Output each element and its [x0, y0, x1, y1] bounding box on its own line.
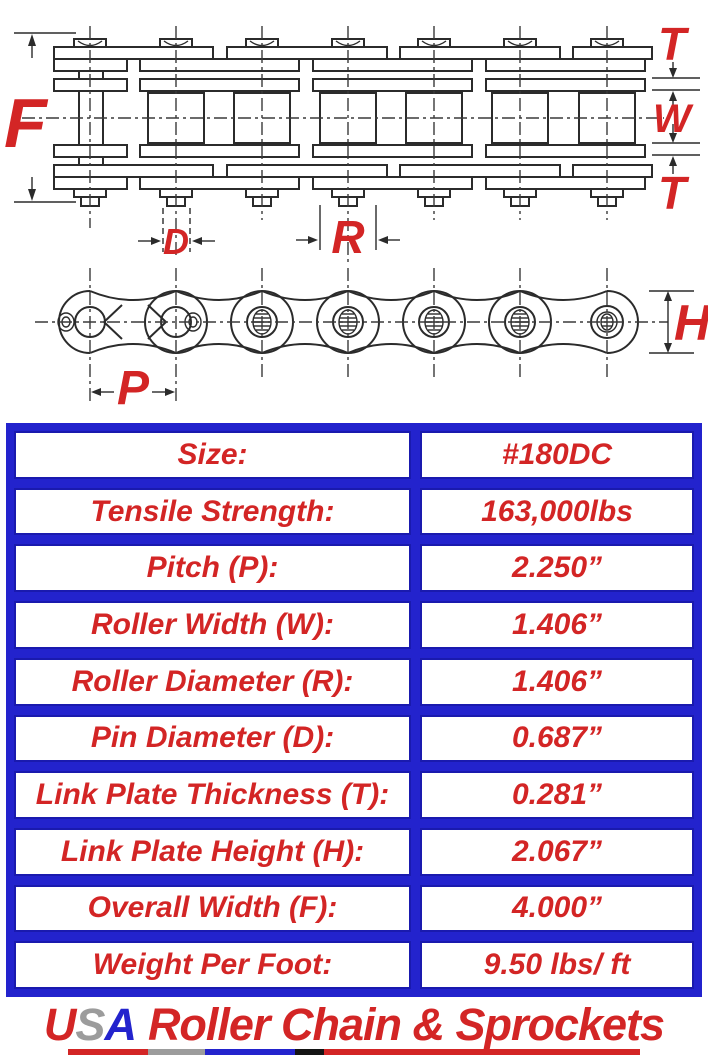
spec-label: Pitch (P):: [14, 544, 411, 593]
spec-value: #180DC: [420, 431, 694, 479]
brand-rest: Roller Chain & Sprockets: [147, 999, 665, 1050]
spec-label: Overall Width (F):: [14, 884, 411, 933]
centerlines-side: [35, 268, 668, 404]
spec-label: Weight Per Foot:: [14, 941, 411, 990]
dim-f: [14, 32, 76, 203]
spec-label: Tensile Strength:: [14, 487, 411, 536]
spec-value: 1.406”: [420, 657, 694, 706]
spec-table: Size: #180DC Tensile Strength: 163,000lb…: [6, 423, 702, 997]
dim-label-t-top: T: [658, 18, 690, 70]
spec-label: Size:: [14, 431, 411, 479]
spec-row-roller-diameter: Roller Diameter (R): 1.406”: [14, 657, 694, 706]
centerlines-top: [22, 26, 664, 262]
spec-value: 2.250”: [420, 544, 694, 593]
dim-d: [138, 208, 215, 252]
spec-row-overall-width: Overall Width (F): 4.000”: [14, 884, 694, 933]
spec-value: 2.067”: [420, 827, 694, 876]
dim-label-w: W: [653, 97, 694, 141]
spec-row-pitch: Pitch (P): 2.250”: [14, 544, 694, 593]
dim-r: [296, 205, 400, 250]
dim-label-t-bottom: T: [658, 167, 690, 219]
underline-segment: [148, 1049, 205, 1055]
spec-row-link-plate-thickness: Link Plate Thickness (T): 0.281”: [14, 771, 694, 819]
spec-label: Roller Diameter (R):: [14, 657, 411, 706]
spec-row-pin-diameter: Pin Diameter (D): 0.687”: [14, 714, 694, 763]
spec-label: Pin Diameter (D):: [14, 714, 411, 763]
dim-p: [91, 388, 175, 396]
chain-side-view-diagram: P H: [35, 268, 708, 415]
brand-letter-s: S: [75, 999, 105, 1050]
dim-h: [649, 290, 694, 354]
spec-label: Link Plate Thickness (T):: [14, 771, 411, 819]
roller-chain-diagrams: F T W T D R: [4, 18, 708, 415]
brand-underline: [68, 1049, 640, 1055]
brand-letter-u: U: [43, 999, 76, 1050]
brand-letter-a: A: [104, 999, 136, 1050]
dim-label-r: R: [331, 211, 364, 263]
spec-value: 0.687”: [420, 714, 694, 763]
spec-row-weight-per-foot: Weight Per Foot: 9.50 lbs/ ft: [14, 941, 694, 990]
dim-label-p: P: [117, 362, 150, 415]
spec-row-roller-width: Roller Width (W): 1.406”: [14, 601, 694, 649]
dim-twt: [652, 62, 700, 174]
spec-value: 163,000lbs: [420, 487, 694, 536]
underline-segment: [295, 1049, 324, 1055]
underline-segment: [324, 1049, 640, 1055]
spec-label: Roller Width (W):: [14, 601, 411, 649]
dim-label-f: F: [4, 84, 49, 162]
spec-value: 1.406”: [420, 601, 694, 649]
spec-value: 4.000”: [420, 884, 694, 933]
underline-segment: [205, 1049, 295, 1055]
dim-label-d: D: [163, 221, 189, 262]
spec-label: Link Plate Height (H):: [14, 827, 411, 876]
underline-segment: [68, 1049, 148, 1055]
dim-label-h: H: [674, 295, 708, 351]
spec-value: 0.281”: [420, 771, 694, 819]
chain-top-view-diagram: F T W T D R: [4, 18, 700, 263]
spec-value: 9.50 lbs/ ft: [420, 941, 694, 990]
spec-row-link-plate-height: Link Plate Height (H): 2.067”: [14, 827, 694, 876]
spec-row-tensile-strength: Tensile Strength: 163,000lbs: [14, 487, 694, 536]
spec-row-size: Size: #180DC: [14, 431, 694, 479]
